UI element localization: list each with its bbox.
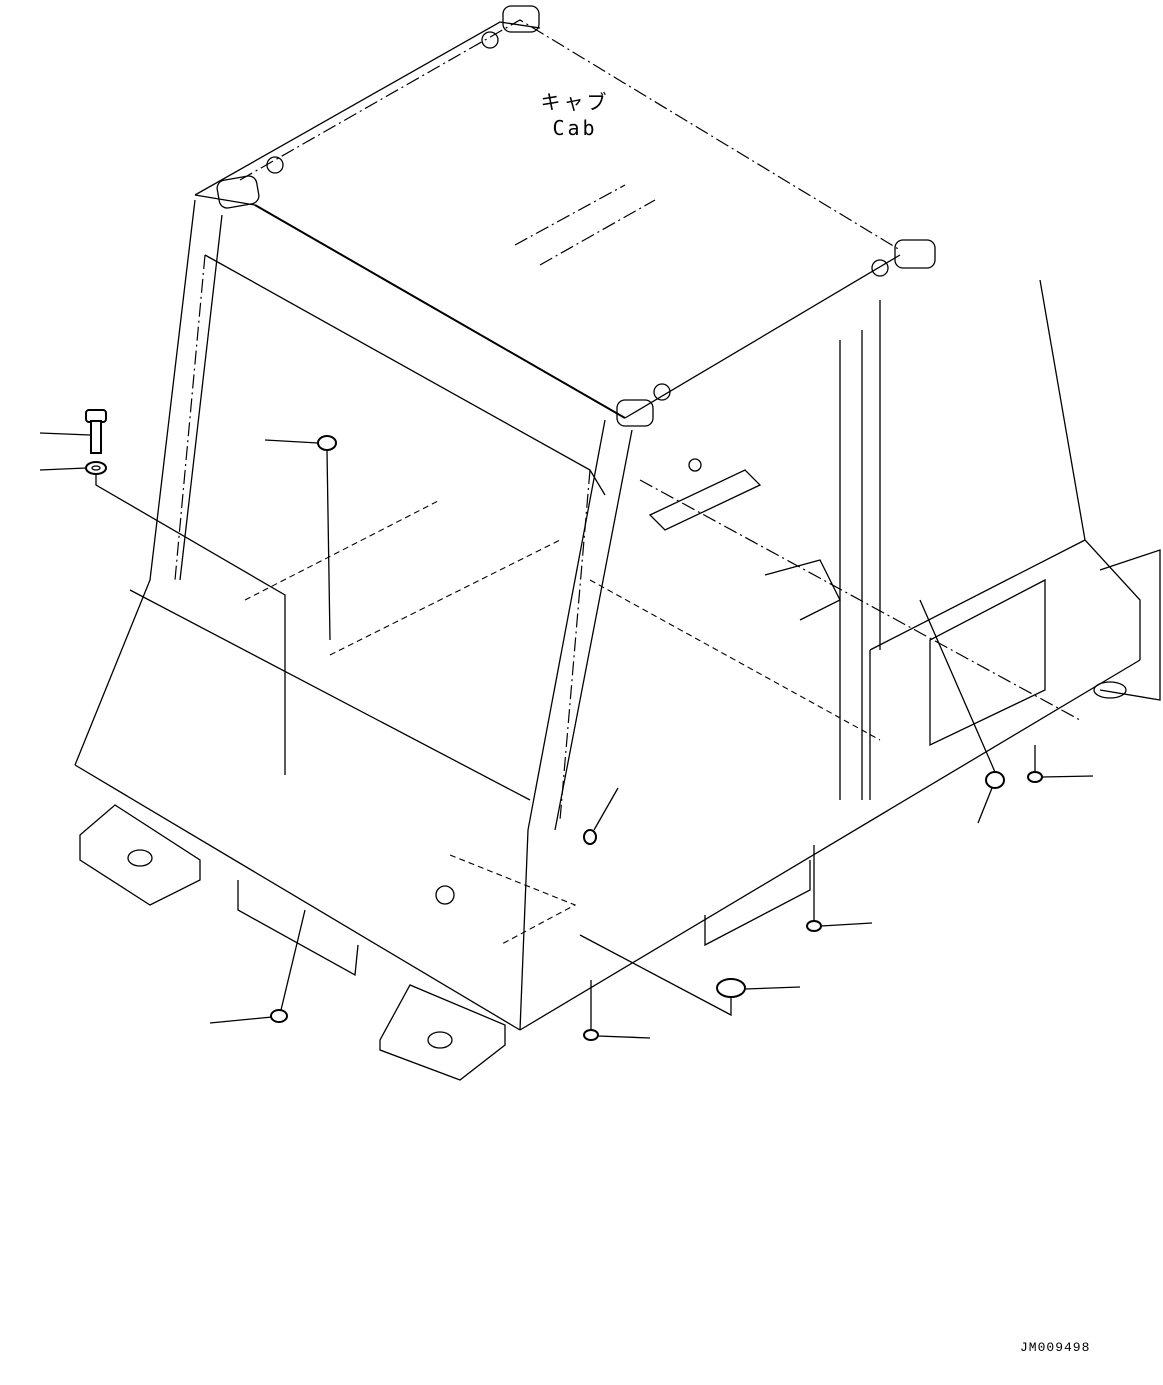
cab-floor — [244, 458, 841, 946]
bolt-icon — [39, 409, 107, 454]
plug-cap-icon — [579, 934, 801, 1017]
nut-icon — [919, 599, 1005, 824]
nut-icon — [583, 787, 619, 845]
cab-label-japanese: キャブ — [540, 90, 610, 114]
nut-icon — [583, 980, 651, 1041]
cab-front-frame — [74, 199, 633, 1031]
nut-icon — [806, 845, 873, 932]
cab-right-frame — [519, 279, 1141, 1031]
nut-icon — [1027, 745, 1094, 783]
washer-icon — [39, 461, 286, 775]
part-callouts — [39, 409, 1094, 1041]
cab-roof — [194, 5, 936, 427]
cab-label-english: Cab — [552, 116, 598, 140]
nut-icon — [209, 909, 306, 1024]
plug-cap-icon — [264, 435, 337, 641]
drawing-id: JM009498 — [1020, 1340, 1091, 1355]
cab-mount-feet — [79, 549, 1161, 1081]
